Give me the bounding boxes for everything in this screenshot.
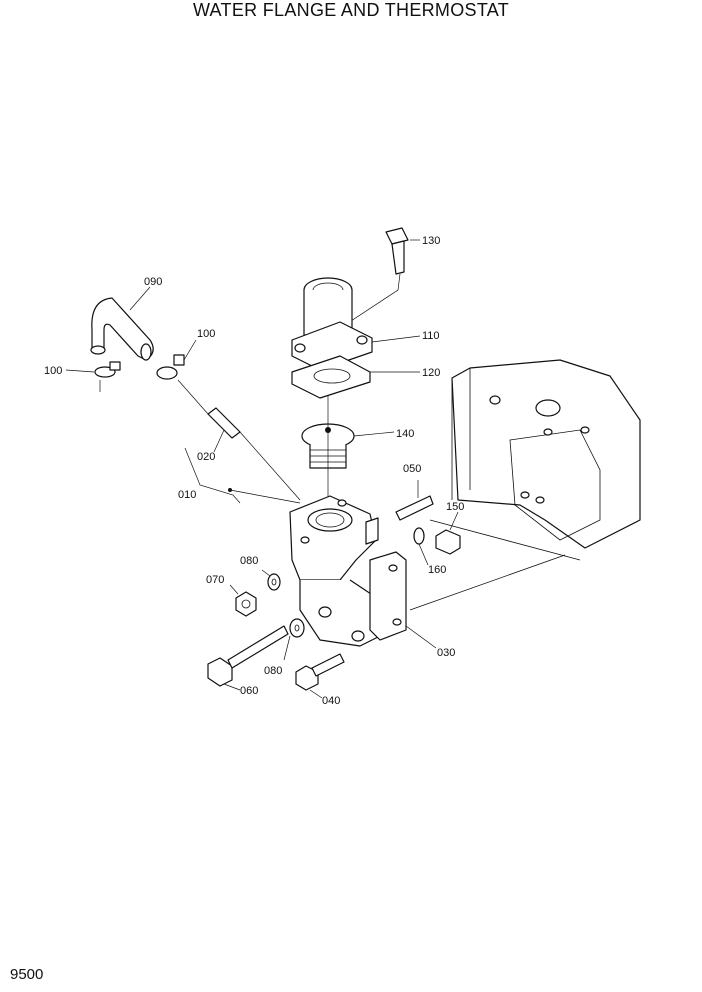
bolt-040 xyxy=(295,653,345,699)
water-flange-housing xyxy=(289,495,437,649)
thermostat-140 xyxy=(301,395,395,520)
washer-080-lower xyxy=(283,618,305,661)
nut-070 xyxy=(229,584,257,617)
label-120: 120 xyxy=(422,367,440,379)
page-number: 9500 xyxy=(10,966,44,983)
bolt-060 xyxy=(207,625,289,691)
gasket-120 xyxy=(291,355,420,399)
outlet-flange-110 xyxy=(291,277,421,371)
label-040: 040 xyxy=(322,695,340,707)
label-030: 030 xyxy=(437,647,455,659)
label-080-lower: 080 xyxy=(264,665,282,677)
pipe-020 xyxy=(177,379,301,501)
page-title: WATER FLANGE AND THERMOSTAT xyxy=(192,0,510,20)
label-050: 050 xyxy=(403,463,421,475)
label-070: 070 xyxy=(206,574,224,586)
label-060: 060 xyxy=(240,685,258,697)
washer-080-upper xyxy=(261,569,281,591)
label-140: 140 xyxy=(396,428,414,440)
label-150: 150 xyxy=(446,501,464,513)
stud-050 xyxy=(395,480,434,521)
hose-090 xyxy=(90,286,154,361)
engine-block xyxy=(409,359,641,611)
label-090: 090 xyxy=(144,276,162,288)
label-110: 110 xyxy=(422,330,440,342)
clamp-100-right xyxy=(156,339,197,380)
clamp-100-left xyxy=(65,361,121,392)
label-010: 010 xyxy=(178,489,196,501)
plug-150 xyxy=(435,511,461,555)
bracket-010 xyxy=(184,447,301,504)
label-100-right: 100 xyxy=(197,328,215,340)
label-130: 130 xyxy=(422,235,440,247)
label-080-upper: 080 xyxy=(240,555,258,567)
label-160: 160 xyxy=(428,564,446,576)
washer-160 xyxy=(413,527,429,566)
label-100-left: 100 xyxy=(44,365,62,377)
label-020: 020 xyxy=(197,451,215,463)
